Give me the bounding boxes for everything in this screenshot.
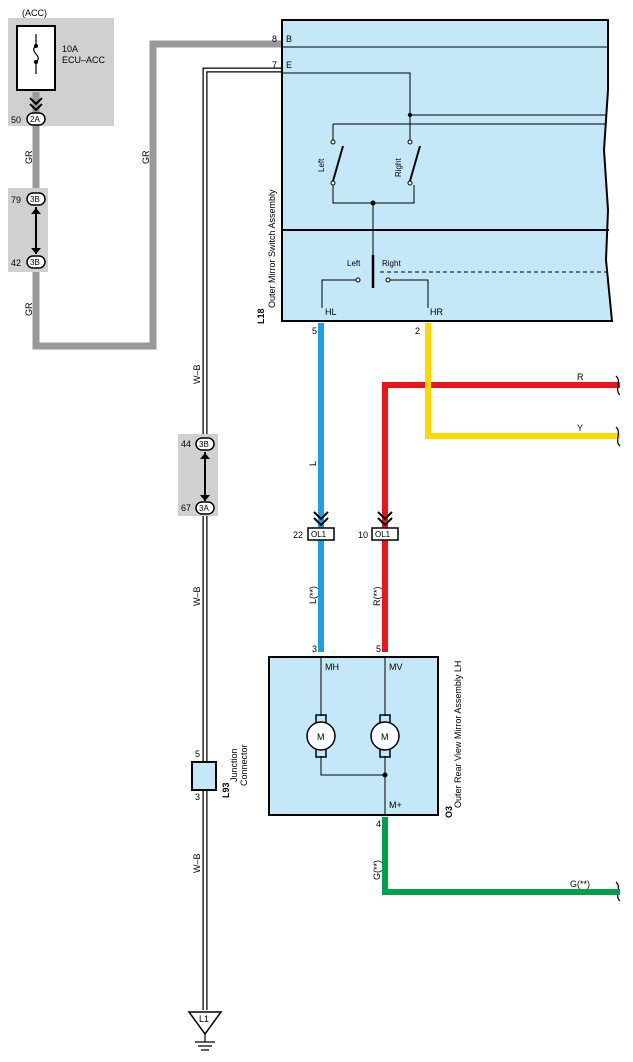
switch-pin-hl-num: 5 [312, 326, 317, 336]
selector-left: Left [347, 259, 361, 268]
gr-label-3: GR [24, 302, 34, 316]
switch-pin-b: B [286, 34, 292, 44]
switch-pin-b-num: 8 [272, 34, 277, 44]
wb-label-1: W–B [192, 364, 202, 384]
junction-pin-bot: 3 [195, 792, 200, 802]
gr-label-2: GR [141, 150, 151, 164]
switch-left-label: Left [317, 158, 326, 172]
selector-right: Right [382, 259, 401, 268]
mirror-pin-mv: MV [389, 662, 403, 672]
fuse-rating: 10A [62, 44, 78, 54]
green-wire [382, 817, 620, 895]
y-label: Y [577, 423, 583, 433]
switch-name: Outer Mirror Switch Assembly [267, 189, 277, 308]
junction-line2: Connector [239, 744, 249, 786]
l-opt-label: L(**) [308, 586, 318, 604]
mirror-pin-mv-num: 5 [376, 644, 381, 654]
red-wire [382, 382, 620, 652]
r-opt-label: R(**) [372, 586, 382, 606]
switch-assembly-box [281, 19, 614, 322]
g-opt-label-vertical: G(**) [372, 860, 382, 880]
junction-line1: Junction [229, 748, 239, 782]
junction-pin-top: 5 [195, 749, 200, 759]
mirror-id: O3 [444, 806, 454, 818]
switch-pin-hr-num: 2 [415, 326, 420, 336]
ground-symbol [187, 1011, 223, 1036]
fuse-name: ECU–ACC [62, 55, 106, 65]
ol1-right-pin: 10 [358, 530, 368, 540]
mirror-name: Outer Rear View Mirror Assembly LH [453, 661, 463, 808]
chevron-down-icon [29, 97, 43, 112]
mirror-assembly-box [268, 656, 439, 816]
switch-pin-e-num: 7 [272, 60, 277, 70]
conn-3a-right-pin: 67 [181, 503, 191, 513]
g-opt-label: G(**) [570, 879, 590, 889]
conn-3b-right-pin: 44 [181, 439, 191, 449]
r-label: R [577, 372, 584, 382]
gr-label-1: GR [24, 150, 34, 164]
conn-3b-top-pin: 79 [11, 195, 21, 205]
mirror-pin-mh: MH [325, 662, 339, 672]
mirror-pin-mh-num: 3 [312, 644, 317, 654]
motor-icon [370, 721, 400, 751]
wb-label-3: W–B [192, 853, 202, 873]
switch-pin-e: E [286, 60, 292, 70]
ol1-left-pin: 22 [293, 530, 303, 540]
switch-pin-hr: HR [430, 307, 443, 317]
chevron-down-icon [313, 511, 329, 527]
ol1-right-name: OL1 [375, 530, 391, 539]
conn-3b-top-name: 3B [30, 195, 40, 204]
conn-2a-pin: 50 [11, 115, 21, 125]
junction-connector [191, 761, 217, 791]
conn-3b-bot-pin: 42 [11, 258, 21, 268]
conn-3a-right-name: 3A [199, 504, 209, 513]
mirror-pin-mplus-num: 4 [376, 819, 381, 829]
motor-icon [306, 721, 336, 751]
junction-id: L93 [221, 782, 231, 798]
switch-id: L18 [256, 308, 266, 324]
switch-right-label: Right [394, 158, 403, 177]
l-label: L [308, 461, 318, 466]
motor-1: M [317, 732, 325, 742]
ground-icon [195, 1034, 215, 1051]
ol1-left-name: OL1 [311, 530, 327, 539]
acc-label: (ACC) [22, 8, 47, 18]
motor-2: M [381, 732, 389, 742]
switch-pin-hl: HL [325, 307, 337, 317]
yellow-wire [425, 323, 620, 439]
conn-3b-bot-name: 3B [30, 258, 40, 267]
wb-label-2: W–B [192, 586, 202, 606]
conn-3b-right-name: 3B [199, 440, 209, 449]
mirror-pin-mplus: M+ [389, 800, 402, 810]
ground-id: L1 [199, 1014, 209, 1024]
chevron-down-icon [377, 511, 393, 527]
conn-2a-name: 2A [30, 115, 40, 124]
